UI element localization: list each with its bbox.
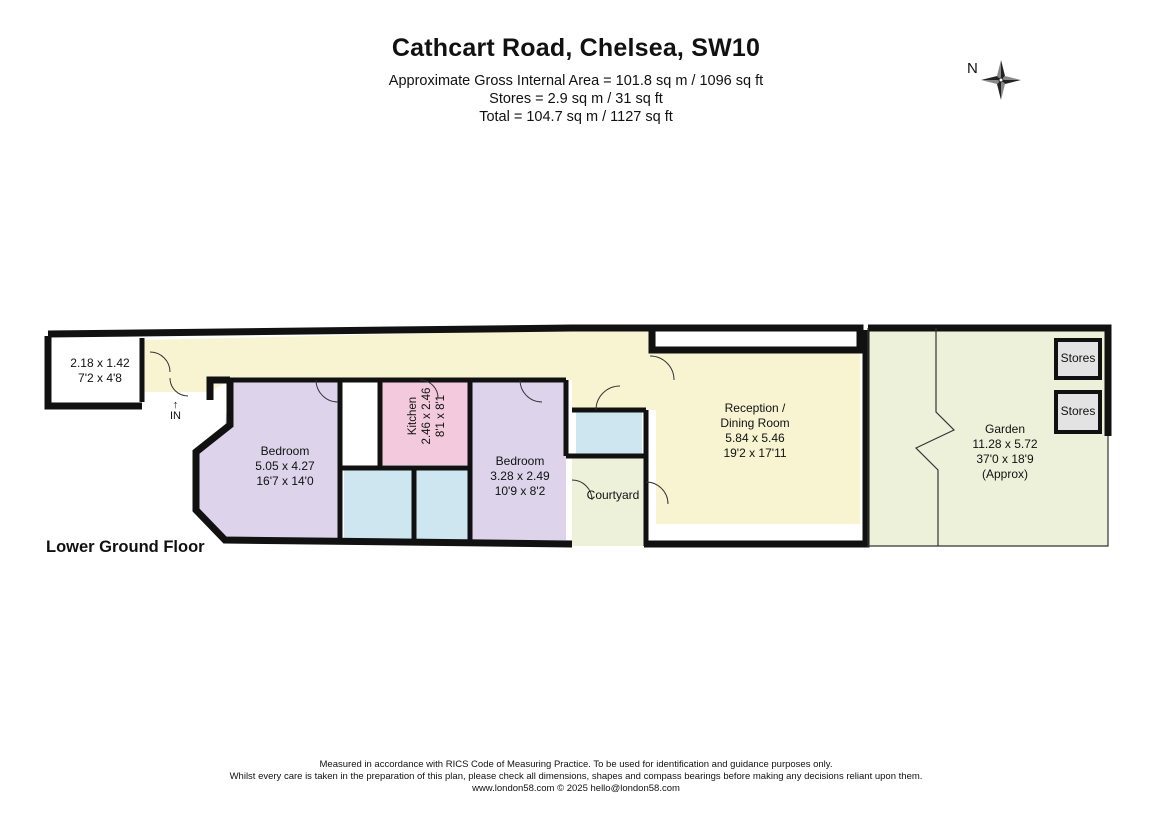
bedroom-1-dim-imperial: 16'7 x 14'0 [256, 474, 314, 488]
stores-walls [1054, 338, 1102, 434]
compass-rose-icon [981, 60, 1021, 100]
doors [149, 351, 675, 505]
footer-contact: www.london58.com © 2025 hello@london58.c… [472, 783, 680, 794]
garden-name: Garden [984, 422, 1026, 436]
garden-label: Garden 11.28 x 5.72 37'0 x 18'9 (Approx) [950, 422, 1060, 482]
bedroom-2-label: Bedroom 3.28 x 2.49 10'9 x 8'2 [470, 454, 570, 499]
bedroom-2-dim-imperial: 10'9 x 8'2 [494, 484, 546, 498]
garden-dim-imperial: 37'0 x 18'9 [976, 452, 1034, 466]
vault-dim-imperial: 7'2 x 4'8 [78, 371, 122, 385]
kitchen-fill [380, 380, 470, 465]
bedroom-2-name: Bedroom [495, 454, 545, 468]
bedroom-2-fill [470, 380, 566, 540]
footer-disclaimer-2: Whilst every care is taken in the prepar… [229, 771, 923, 782]
floor-label: Lower Ground Floor [46, 538, 205, 556]
internal-walls [139, 338, 649, 546]
reception-dim-imperial: 19'2 x 17'11 [723, 446, 787, 460]
reception-name-line2: Dining Room [720, 416, 790, 430]
bedroom-2-dim-metric: 3.28 x 2.49 [490, 469, 550, 483]
footer-disclaimer-1: Measured in accordance with RICS Code of… [319, 759, 833, 770]
courtyard-fill [572, 456, 646, 546]
hallway-fill [142, 330, 572, 392]
kitchen-label: Kitchen 2.46 x 2.46 8'1 x 8'1 [396, 388, 468, 448]
garden-walls [868, 324, 1112, 436]
bedroom-1-dim-metric: 5.05 x 4.27 [255, 459, 315, 473]
garden-dim-metric: 11.28 x 5.72 [972, 437, 1038, 451]
outer-walls [44, 324, 870, 548]
kitchen-dim-imperial: 8'1 x 8'1 [435, 394, 447, 438]
stores-1-fill [1058, 340, 1098, 376]
reception-name-line1: Reception / [724, 401, 786, 415]
kitchen-dim-metric: 2.46 x 2.46 [421, 387, 433, 445]
garden-note: (Approx) [981, 467, 1028, 481]
plan-title: Cathcart Road, Chelsea, SW10 [391, 34, 761, 62]
gross-area-text: Approximate Gross Internal Area = 101.8 … [388, 73, 764, 89]
vault-label: 2.18 x 1.42 7'2 x 4'8 [52, 356, 148, 386]
reception-label: Reception / Dining Room 5.84 x 5.46 19'2… [700, 401, 810, 461]
bathroom-2-fill [414, 470, 470, 540]
arrow-up-icon: ↑ [172, 399, 179, 411]
stores-1-label: Stores [1060, 351, 1096, 365]
bedroom-1-name: Bedroom [260, 444, 310, 458]
total-area-text: Total = 104.7 sq m / 1127 sq ft [479, 109, 673, 125]
stores-area-text: Stores = 2.9 sq m / 31 sq ft [489, 91, 663, 107]
entrance-label: IN [170, 410, 181, 422]
entrance-marker: ↑ IN [170, 399, 181, 423]
reception-dim-metric: 5.84 x 5.46 [725, 431, 785, 445]
bathroom-1-fill [344, 470, 414, 540]
stores-2-fill [1058, 394, 1098, 430]
wc-fill [576, 410, 642, 454]
stores-2-label: Stores [1060, 404, 1096, 418]
compass-north-label: N [967, 60, 978, 77]
vault-fill [52, 338, 142, 402]
courtyard-label: Courtyard [586, 488, 640, 502]
reception-fill [572, 330, 860, 524]
bedroom-1-label: Bedroom 5.05 x 4.27 16'7 x 14'0 [230, 444, 340, 489]
garden-outline [867, 328, 1109, 547]
vault-dim-metric: 2.18 x 1.42 [70, 356, 130, 370]
kitchen-name: Kitchen [407, 396, 419, 436]
